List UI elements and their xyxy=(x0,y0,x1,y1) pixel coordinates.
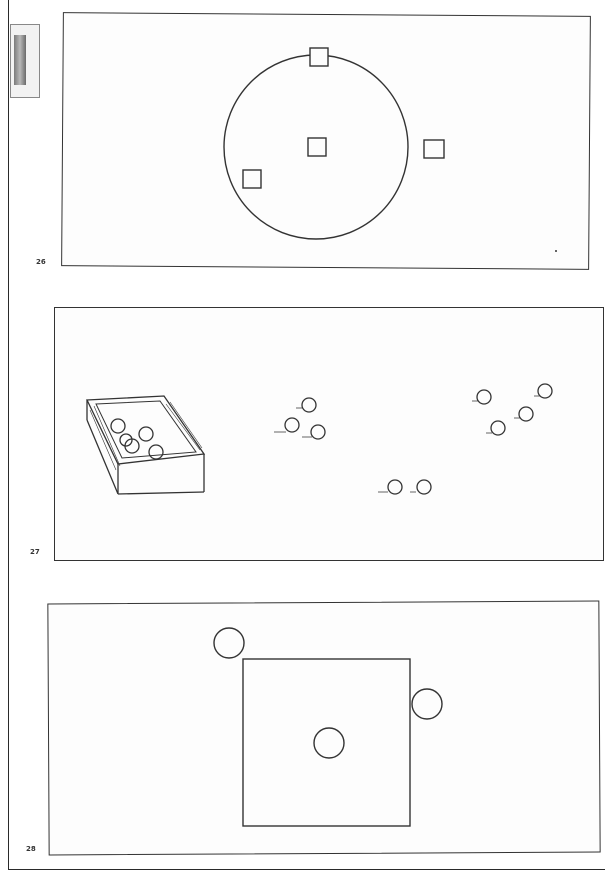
circle-right xyxy=(412,689,442,719)
square-center xyxy=(308,138,326,156)
ball xyxy=(139,427,153,441)
ball xyxy=(149,445,163,459)
ball xyxy=(491,421,505,435)
square-top xyxy=(310,48,328,66)
ball xyxy=(519,407,533,421)
ball xyxy=(111,419,125,433)
figure-28-drawing xyxy=(214,628,442,826)
ball-group-right xyxy=(472,384,552,435)
square-right xyxy=(424,140,444,158)
ball-group-bottom xyxy=(378,480,431,494)
figure-26-drawing xyxy=(224,48,557,252)
ball-shadows xyxy=(274,408,312,437)
ball xyxy=(538,384,552,398)
ball xyxy=(388,480,402,494)
ball xyxy=(285,418,299,432)
ball xyxy=(302,398,316,412)
ball-group-middle xyxy=(274,398,325,439)
figure-27-drawing xyxy=(87,384,552,494)
square-left xyxy=(243,170,261,188)
circle-top-left xyxy=(214,628,244,658)
speck xyxy=(555,250,557,252)
large-square xyxy=(243,659,410,826)
ball xyxy=(417,480,431,494)
box-edge xyxy=(118,492,204,494)
large-circle xyxy=(224,55,408,239)
ball xyxy=(311,425,325,439)
ball xyxy=(120,434,132,446)
circle-center xyxy=(314,728,344,758)
open-box-with-balls xyxy=(87,396,204,494)
ball-shadows xyxy=(472,396,540,433)
ball xyxy=(477,390,491,404)
